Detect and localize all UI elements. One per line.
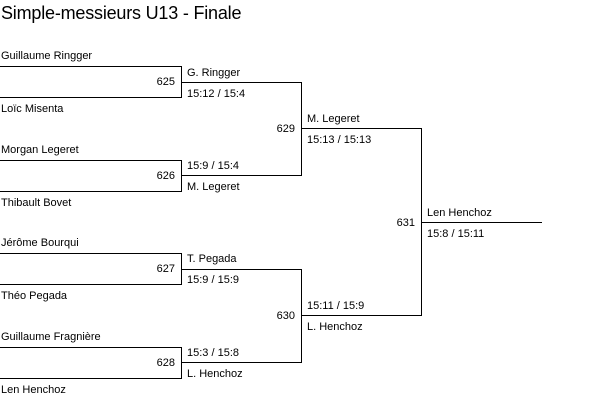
player-name: Jérôme Bourqui	[1, 237, 79, 249]
bracket-line	[0, 378, 182, 379]
match-number: 630	[276, 310, 295, 322]
player-name: Morgan Legeret	[1, 144, 79, 156]
bracket-line	[181, 82, 302, 83]
bracket-line	[301, 315, 422, 316]
tournament-winner: Len Henchoz	[427, 207, 492, 219]
bracket-line	[301, 82, 302, 176]
page-title: Simple-messieurs U13 - Finale	[1, 3, 242, 23]
bracket-line	[301, 269, 302, 363]
player-name: Guillaume Ringger	[1, 50, 93, 62]
bracket-line	[0, 347, 182, 348]
match-number: 625	[156, 76, 175, 88]
match-score: 15:3 / 15:8	[187, 347, 239, 359]
match-winner: G. Ringger	[187, 67, 241, 79]
match-winner: M. Legeret	[187, 181, 240, 193]
match-score: 15:9 / 15:9	[187, 274, 239, 286]
match-score: 15:12 / 15:4	[187, 88, 246, 100]
match-score: 15:13 / 15:13	[307, 134, 372, 146]
match-score: 15:11 / 15:9	[307, 300, 365, 312]
match-winner: M. Legeret	[307, 113, 360, 125]
bracket-line	[0, 97, 182, 98]
bracket-line	[301, 128, 422, 129]
player-name: Thibault Bovet	[1, 197, 72, 209]
match-number: 627	[156, 263, 175, 275]
bracket-line	[181, 269, 302, 270]
match-score: 15:9 / 15:4	[187, 160, 239, 172]
match-winner: T. Pegada	[187, 253, 237, 265]
bracket-line	[0, 66, 182, 67]
player-name: Guillaume Fragnière	[1, 331, 101, 343]
bracket-line	[181, 175, 302, 176]
bracket-line	[181, 347, 182, 379]
match-number: 629	[276, 123, 295, 135]
player-name: Len Henchoz	[1, 384, 66, 396]
bracket-line	[181, 362, 302, 363]
bracket-line	[0, 191, 182, 192]
match-winner: L. Henchoz	[307, 321, 363, 333]
bracket-line	[0, 160, 182, 161]
bracket-line	[181, 160, 182, 192]
match-number: 626	[156, 170, 175, 182]
match-score: 15:8 / 15:11	[427, 228, 485, 240]
bracket-line	[0, 284, 182, 285]
bracket-line	[421, 222, 542, 223]
bracket-line	[0, 253, 182, 254]
match-winner: L. Henchoz	[187, 368, 243, 380]
match-number: 628	[156, 357, 175, 369]
player-name: Théo Pegada	[1, 290, 68, 302]
player-name: Loïc Misenta	[1, 103, 64, 115]
match-number: 631	[396, 217, 415, 229]
